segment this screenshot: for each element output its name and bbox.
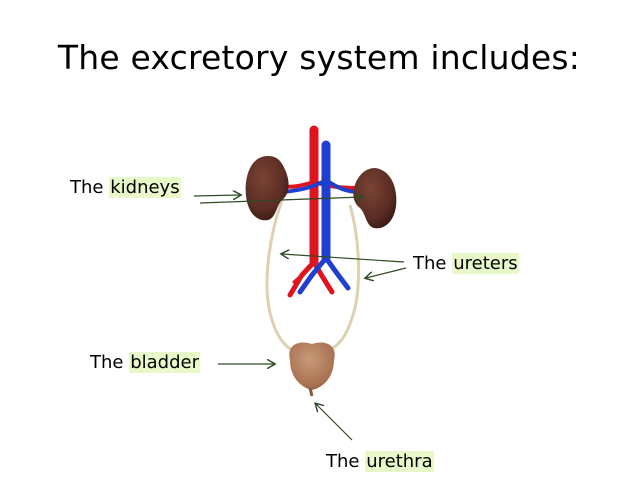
bladder-label-prefix: The	[90, 352, 124, 373]
kidneys-arrow-right	[199, 197, 362, 204]
pointer-arrows	[193, 195, 407, 441]
urethra-label-prefix: The	[326, 451, 360, 472]
urethra-label: The urethra	[326, 451, 434, 472]
bladder-label: The bladder	[90, 352, 201, 373]
ureters	[265, 199, 361, 354]
right-kidney	[353, 168, 397, 229]
slide-title: The excretory system includes:	[57, 38, 581, 77]
vein-vessels	[282, 140, 362, 295]
ureters-arrow-left	[282, 254, 405, 263]
urethra	[308, 387, 314, 397]
kidneys	[245, 156, 397, 229]
ureters-label: The ureters	[413, 253, 519, 274]
left-kidney	[245, 156, 289, 221]
urethra-label-term: urethra	[365, 451, 434, 472]
ureters-label-term: ureters	[452, 253, 519, 274]
kidneys-label-term: kidneys	[109, 177, 181, 198]
kidneys-label: The kidneys	[70, 177, 181, 198]
bladder-label-term: bladder	[129, 352, 201, 373]
ureters-arrow-right	[366, 267, 407, 278]
kidneys-label-prefix: The	[70, 177, 104, 198]
bladder	[289, 342, 335, 397]
kidneys-arrow-left	[193, 195, 240, 196]
ureters-label-prefix: The	[413, 253, 447, 274]
urethra-arrow	[316, 404, 353, 441]
